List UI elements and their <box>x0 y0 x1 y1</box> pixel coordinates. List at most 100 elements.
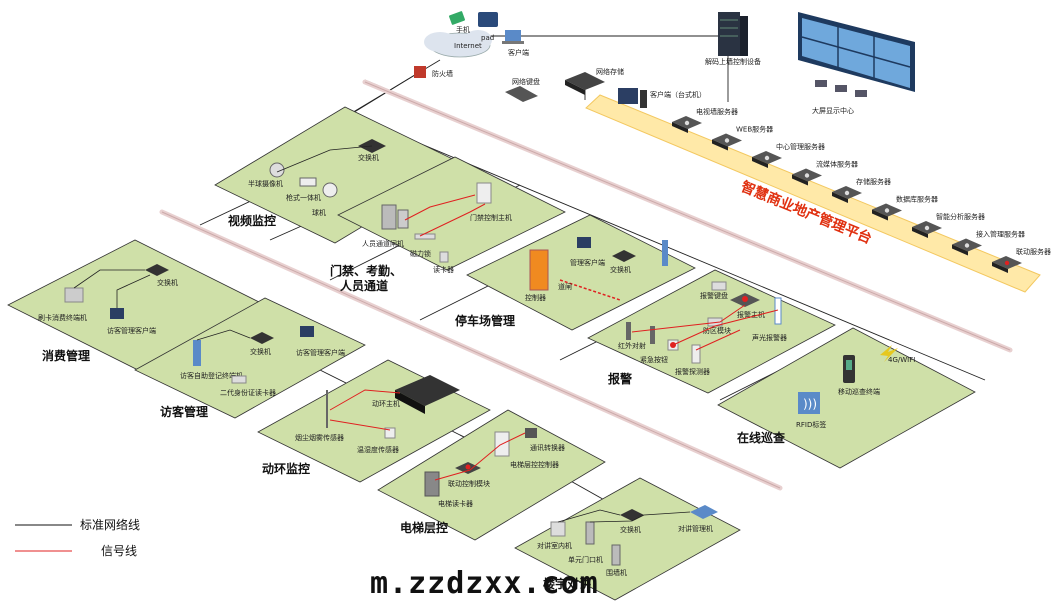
turnstile-icon <box>381 204 409 230</box>
server-list: 电视墙服务器WEB服务器中心管理服务器流媒体服务器存储服务器数据库服务器智能分析… <box>672 107 1051 273</box>
consume-pos-label: 刷卡消费终端机 <box>38 313 87 322</box>
rfid-tag-icon: ))) <box>798 392 820 414</box>
panel-consume-title: 消费管理 <box>42 348 90 363</box>
intercom-mgr-label: 对讲管理机 <box>678 524 713 533</box>
backbone-pipes <box>159 79 1013 491</box>
panel-access-title-2: 人员通道 <box>340 278 388 293</box>
video-dome-label: 球机 <box>312 208 326 217</box>
internet-cloud-icon: Internet <box>424 30 492 58</box>
visitor-kiosk-label: 访客自助登记终端机 <box>180 371 243 380</box>
phone-label: 手机 <box>456 25 470 34</box>
panel-parking: 管理客户端 交换机 道闸 控制器 停车场管理 <box>455 214 696 331</box>
kiosk-icon <box>662 240 668 266</box>
network-storage-label: 网络存储 <box>596 67 624 76</box>
infrared-beam-icon <box>626 322 655 344</box>
video-ptz-label: 半球摄像机 <box>248 179 283 188</box>
decoder-label: 解码上墙控制设备 <box>705 57 761 66</box>
env-smoke-label: 烟尘烟雾传感器 <box>295 433 344 442</box>
alarm-emergency-label: 紧急按钮 <box>640 355 668 364</box>
elevator-controller-label: 电梯层控控制器 <box>510 460 559 469</box>
maglock-icon <box>414 233 436 240</box>
alarm-host-label: 报警主机 <box>737 310 765 319</box>
network-keyboard-label: 网络键盘 <box>512 77 540 86</box>
visitor-switch-label: 交换机 <box>250 347 271 356</box>
pos-terminal-icon <box>64 287 84 303</box>
panel-env: 动环主机 烟尘烟雾传感器 温湿度传感器 动环监控 <box>257 359 491 483</box>
video-bullet-label: 枪式一体机 <box>286 193 321 202</box>
elevator-linkage-label: 联动控制模块 <box>448 479 490 488</box>
switch-icon <box>145 264 169 276</box>
panel-patrol-title: 在线巡查 <box>737 430 786 445</box>
decoder-rack-icon: 解码上墙控制设备 <box>705 12 761 66</box>
access-maglock-label: 磁力锁 <box>410 249 431 258</box>
panel-env-title: 动环监控 <box>262 461 310 476</box>
intercom-switch-label: 交换机 <box>620 525 641 534</box>
parking-client-icon <box>577 237 591 248</box>
visitor-idreader-label: 二代身份证读卡器 <box>220 388 276 397</box>
parking-client-label: 管理客户端 <box>570 258 605 267</box>
fence-station-icon <box>611 544 621 566</box>
barrier-gate-icon <box>559 279 621 301</box>
panel-visitor-title: 访客管理 <box>160 404 208 419</box>
legend-signal-label: 信号线 <box>101 544 137 558</box>
switch-icon <box>250 332 274 344</box>
intercom-door-label: 单元门口机 <box>568 555 603 564</box>
server-label: WEB服务器 <box>736 125 773 134</box>
visitor-client-icon <box>300 326 314 337</box>
top-devices: Internet 手机 pad 客户端 防火墙 网络键盘 网络存储 <box>414 11 915 115</box>
server-icon <box>832 186 862 203</box>
alarm-infrared-label: 红外对射 <box>618 341 646 350</box>
network-storage-icon: 网络存储 <box>565 67 624 95</box>
server-label: 数据库服务器 <box>896 195 938 204</box>
alarm-host-icon <box>730 293 760 307</box>
laptop-icon: 客户端 <box>502 30 529 57</box>
card-reader-icon <box>439 251 449 263</box>
server-label: 电视墙服务器 <box>696 107 738 116</box>
panel-intercom-title: 楼宇对讲 <box>543 576 591 591</box>
desktop-client-icon: 客户端（台式机） <box>618 88 706 108</box>
door-controller-icon <box>476 182 492 204</box>
consume-client-label: 访客管理客户端 <box>107 326 156 335</box>
watermark: m.zzdzxx.com <box>370 566 599 601</box>
server-icon <box>992 256 1022 273</box>
pad-label: pad <box>481 34 494 42</box>
server-icon <box>712 133 742 151</box>
elevator-reader-label: 电梯读卡器 <box>438 499 473 508</box>
firewall-label: 防火墙 <box>432 69 453 78</box>
access-gate-label: 人员通道闸机 <box>362 239 404 248</box>
legend-network-label: 标准网络线 <box>80 517 140 532</box>
panel-access-title-1: 门禁、考勤、 <box>330 263 402 278</box>
indoor-unit-icon <box>550 521 566 537</box>
env-temp-label: 温湿度传感器 <box>357 445 399 454</box>
elevator-converter-label: 通讯转换器 <box>530 443 565 452</box>
linkage-module-icon <box>455 462 481 474</box>
panel-elevator: 通讯转换器 电梯层控控制器 联动控制模块 电梯读卡器 电梯层控 <box>377 409 606 541</box>
bullet-camera-icon <box>299 177 317 187</box>
video-switch-label: 交换机 <box>358 153 379 162</box>
server-icon <box>792 168 822 186</box>
server-label: 中心管理服务器 <box>776 142 825 151</box>
firewall-icon: 防火墙 <box>414 66 453 78</box>
client-pc-label: 客户端 <box>508 48 529 57</box>
elevator-reader-icon <box>424 471 440 497</box>
legend: 标准网络线 信号线 <box>15 517 140 558</box>
ptz-camera-icon <box>269 162 285 178</box>
lightning-icon <box>880 345 898 362</box>
env-host-label: 动环主机 <box>372 399 400 408</box>
switch-icon <box>612 250 636 262</box>
video-wall-icon: 大屏显示中心 <box>798 12 915 115</box>
alarm-detector-label: 报警探测器 <box>675 367 710 376</box>
alarm-strobe-label: 声光报警器 <box>752 333 787 342</box>
converter-icon <box>525 428 537 438</box>
panel-alarm-title: 报警 <box>608 371 632 386</box>
access-reader-label: 读卡器 <box>433 265 454 274</box>
intercom-fence-label: 围墙机 <box>606 568 627 577</box>
server-label: 联动服务器 <box>1016 247 1051 256</box>
intercom-indoor-label: 对讲室内机 <box>537 541 572 550</box>
alarm-keyboard-icon <box>711 281 727 291</box>
visitor-client-label: 访客管理客户端 <box>296 348 345 357</box>
server-label: 接入管理服务器 <box>976 230 1025 239</box>
server-icon <box>912 221 942 238</box>
env-host-icon <box>395 375 460 414</box>
